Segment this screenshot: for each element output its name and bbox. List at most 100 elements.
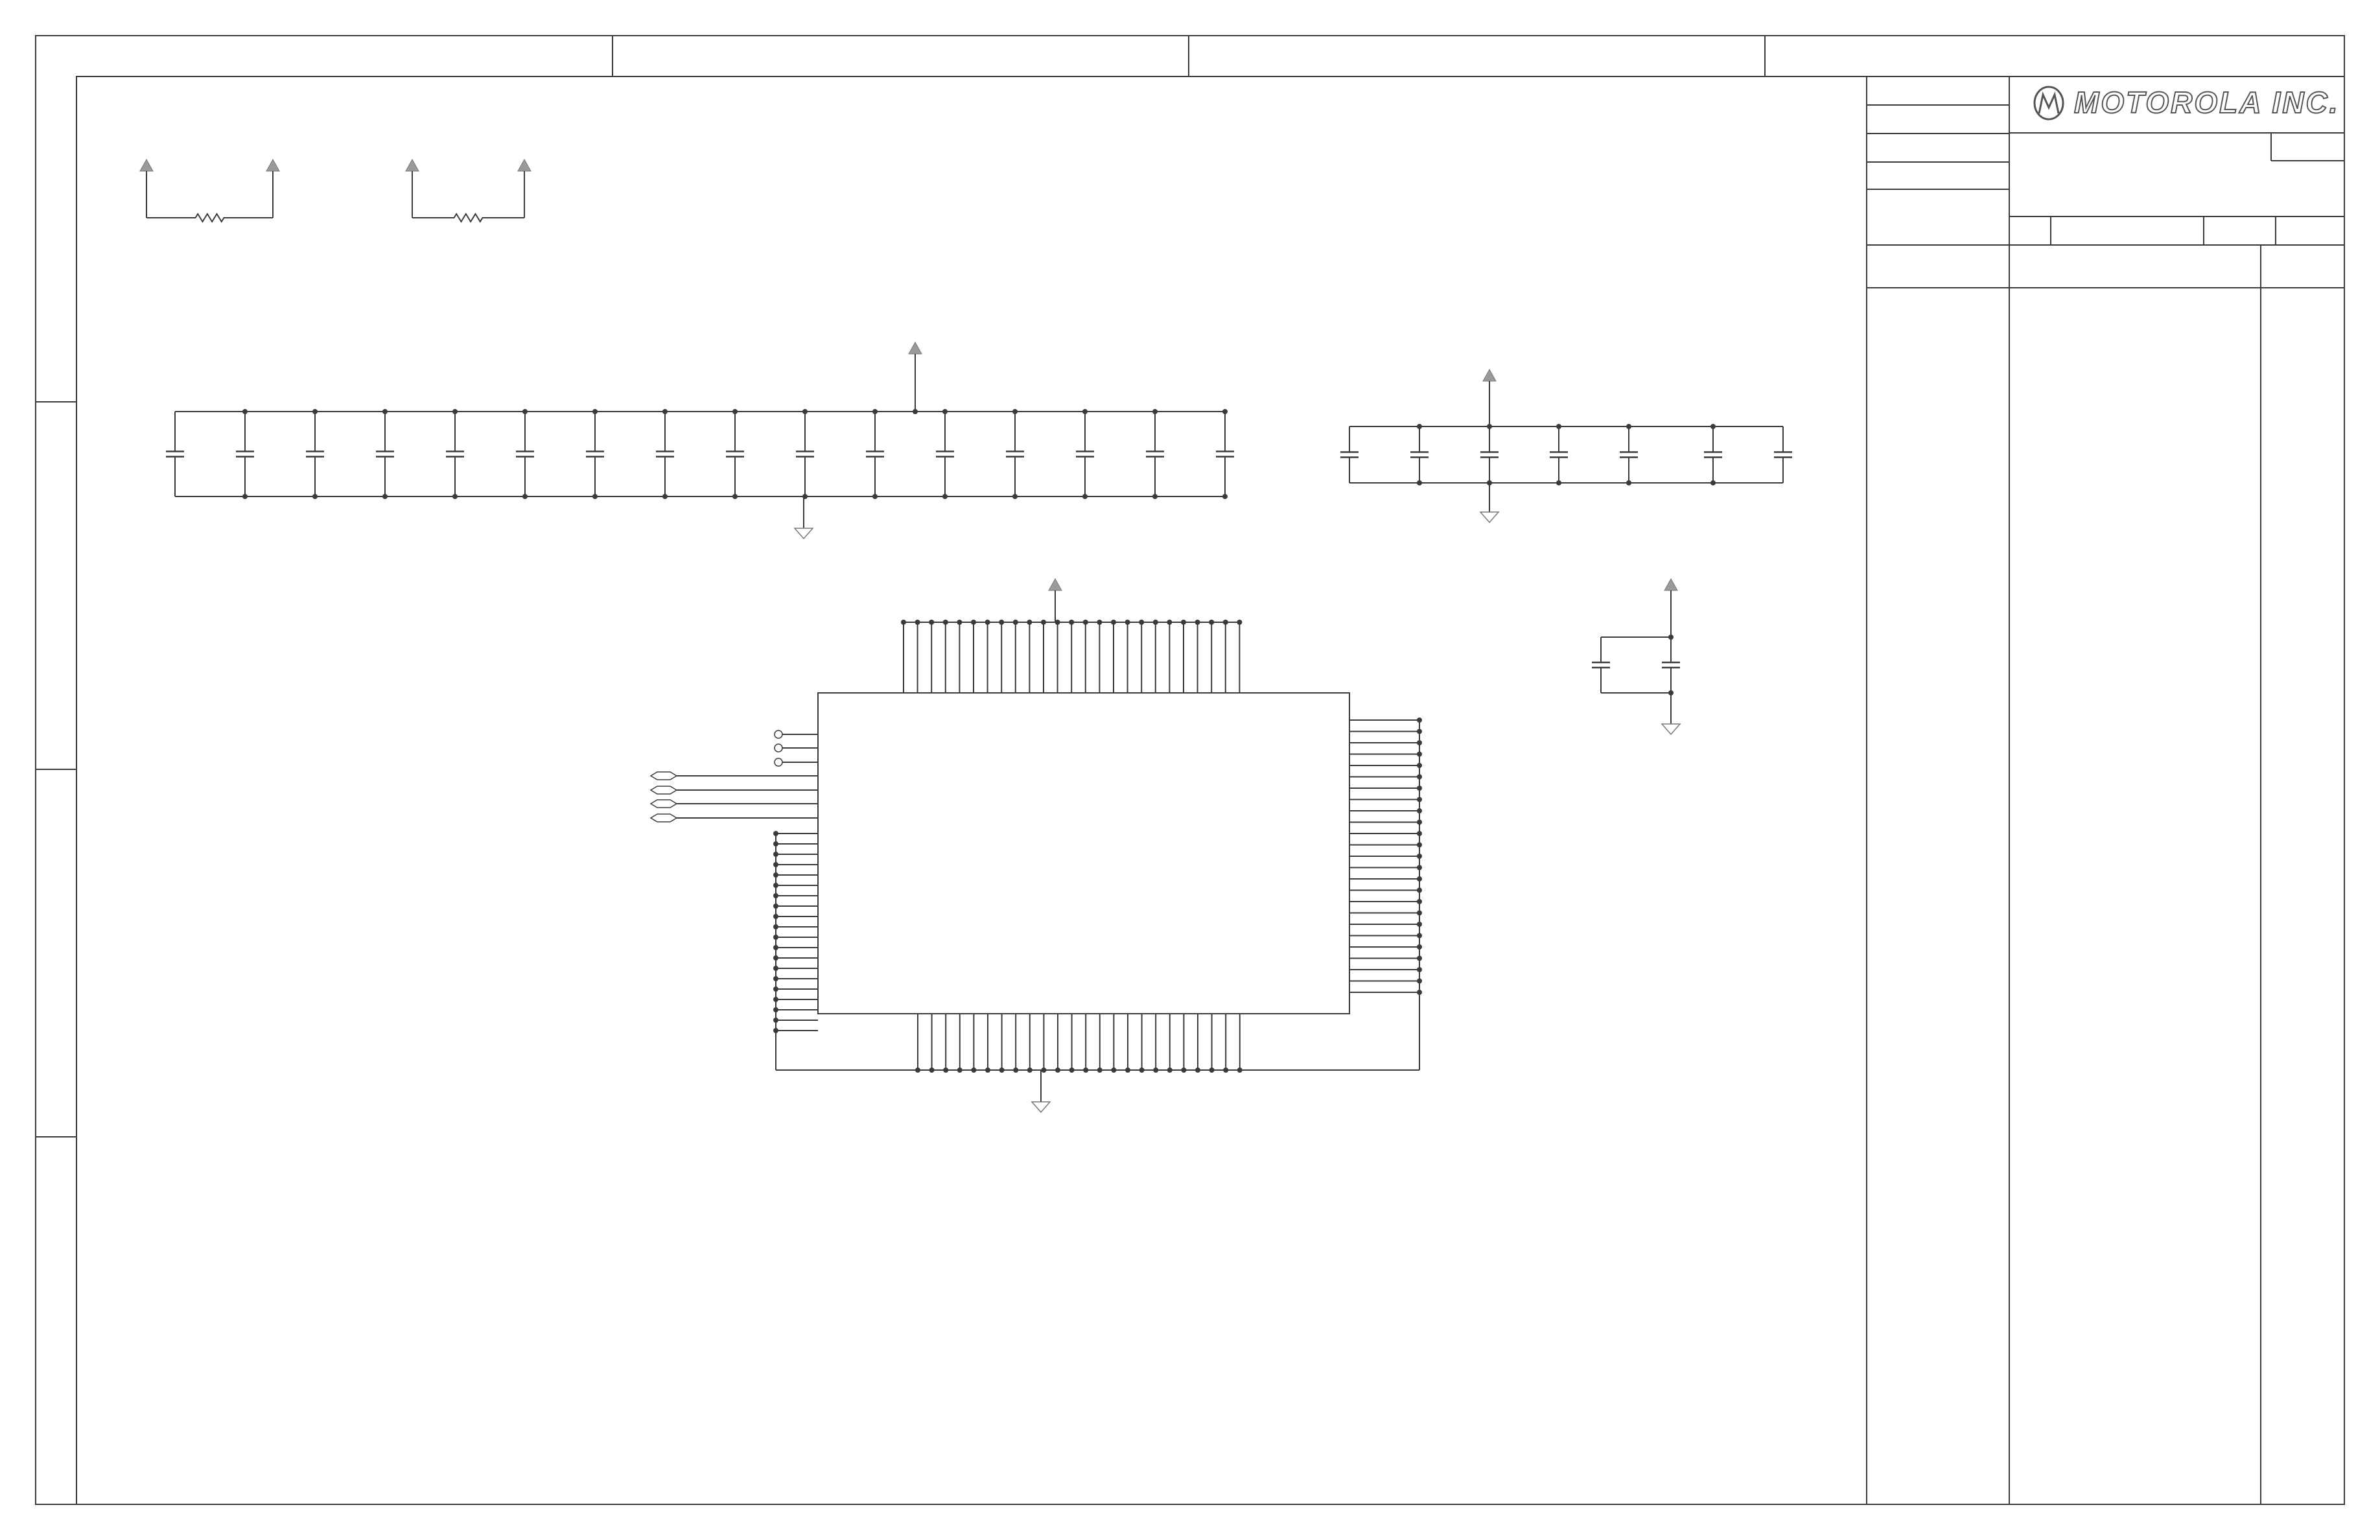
junction-dot — [1111, 1068, 1117, 1073]
capacitor-icon — [1146, 412, 1164, 496]
junction-dot — [1125, 620, 1130, 625]
junction-dot — [1417, 876, 1422, 881]
junction-dot — [312, 494, 318, 499]
junction-dot — [592, 494, 598, 499]
capacitor-icon — [1774, 426, 1792, 483]
resistor-body — [146, 213, 273, 223]
bidirectional-port-icon — [649, 813, 678, 822]
junction-dot — [773, 924, 778, 929]
junction-dot — [1027, 620, 1032, 625]
port-outline — [649, 813, 678, 822]
junction-dot — [1417, 729, 1422, 734]
junction-dot — [1152, 494, 1158, 499]
power-arrow-icon — [266, 158, 280, 176]
junction-dot — [773, 852, 778, 857]
junction-dot — [1626, 424, 1631, 429]
junction-dot — [773, 862, 778, 867]
junction-dot — [1012, 620, 1018, 625]
junction-dot — [1111, 620, 1116, 625]
junction-dot — [1417, 978, 1422, 984]
port-outline — [649, 786, 678, 795]
junction-dot — [522, 494, 528, 499]
drawing-frame — [35, 35, 2345, 1505]
junction-dot — [915, 1068, 920, 1073]
components — [139, 158, 1792, 1114]
capacitor-icon — [1662, 637, 1680, 693]
junction-dot — [1082, 620, 1088, 625]
power-arrow-head — [517, 158, 531, 172]
ground-triangle — [793, 528, 814, 540]
junction-dot — [985, 620, 990, 625]
capacitor-icon — [516, 412, 534, 496]
junction-dot — [662, 409, 668, 414]
capacitor-icon — [1592, 637, 1610, 693]
junction-dot — [1222, 494, 1228, 499]
junction-dot — [1153, 1068, 1159, 1073]
junction-dot — [872, 409, 878, 414]
capacitor-icon — [1216, 412, 1234, 496]
junction-dot — [1097, 1068, 1102, 1073]
junction-dot — [1209, 1068, 1215, 1073]
junction-dot — [1417, 424, 1422, 429]
junction-dot — [999, 620, 1005, 625]
power-arrow-head — [405, 158, 419, 172]
junction-dot — [942, 620, 948, 625]
junction-dot — [1417, 922, 1422, 927]
junction-dot — [773, 1007, 778, 1012]
junction-dot — [773, 966, 778, 971]
junction-dot — [382, 409, 388, 414]
junction-dot — [1237, 1068, 1242, 1073]
junction-dot — [1195, 1068, 1200, 1073]
capacitor-icon — [1006, 412, 1024, 496]
junction-dot — [1223, 1068, 1229, 1073]
junction-dot — [1167, 1068, 1172, 1073]
capacitor-icon — [376, 412, 394, 496]
junction-dot — [1417, 967, 1422, 972]
junction-dot — [1209, 620, 1215, 625]
junction-dot — [942, 494, 948, 499]
junction-dot — [971, 620, 976, 625]
junction-dot — [1417, 480, 1422, 485]
junction-dot — [773, 986, 778, 992]
junction-dot — [913, 409, 918, 414]
junction-dot — [773, 831, 778, 836]
junction-dot — [1139, 1068, 1145, 1073]
junction-dot — [1139, 620, 1145, 625]
junction-dot — [773, 841, 778, 846]
junction-dot — [773, 904, 778, 909]
junction-dot — [929, 1068, 935, 1073]
junction-dot — [1710, 424, 1716, 429]
junction-dot — [1417, 786, 1422, 791]
junction-dot — [1417, 842, 1422, 848]
junction-dot — [1237, 620, 1242, 625]
junction-dot — [1417, 797, 1422, 802]
junction-dot — [662, 494, 668, 499]
power-arrow-head — [1048, 578, 1062, 591]
junction-dot — [901, 620, 906, 625]
power-arrow-head — [908, 341, 922, 355]
power-arrow-icon — [1664, 578, 1678, 596]
junction-dot — [1417, 854, 1422, 859]
resistor-icon — [412, 213, 524, 223]
junction-dot — [1417, 751, 1422, 757]
junction-dot — [1195, 620, 1200, 625]
junction-dot — [1556, 424, 1561, 429]
test-point-icon — [774, 758, 783, 767]
ground-triangle — [1661, 723, 1681, 736]
junction-dot — [1012, 494, 1018, 499]
junction-dot — [985, 1068, 990, 1073]
junction-dot — [592, 409, 598, 414]
junction-dot — [1152, 409, 1158, 414]
junction-dot — [957, 1068, 962, 1073]
junction-dot — [1556, 480, 1561, 485]
junction-dot — [1626, 480, 1631, 485]
capacitor-icon — [306, 412, 324, 496]
junction-dot — [1082, 409, 1088, 414]
junction-dot — [1222, 409, 1228, 414]
junction-dot — [1417, 718, 1422, 723]
junction-dot — [522, 409, 528, 414]
power-arrow-icon — [405, 158, 419, 176]
capacitor-icon — [656, 412, 674, 496]
capacitor-icon — [1076, 412, 1094, 496]
junction-dot — [1027, 1068, 1032, 1073]
